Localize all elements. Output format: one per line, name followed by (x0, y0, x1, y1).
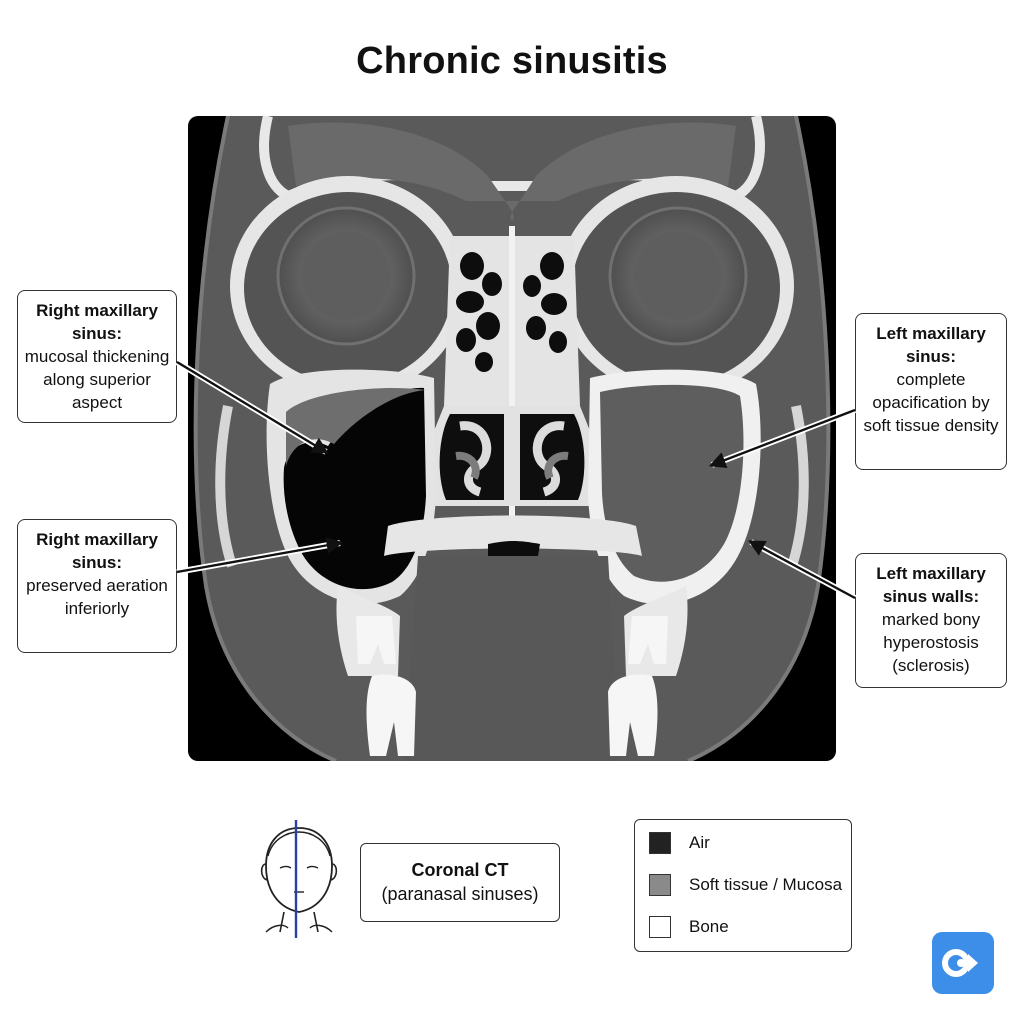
callout-text: preserved aeration inferiorly (26, 576, 168, 618)
ct-scan-illustration (193, 116, 831, 761)
view-label-title: Coronal CT (411, 860, 509, 880)
callout-left-sinus-hyperostosis: Left maxillary sinus walls: marked bony … (855, 553, 1007, 688)
legend-swatch-soft-tissue (649, 874, 671, 896)
legend-label-air: Air (689, 833, 710, 852)
legend-item-air: Air (649, 832, 710, 854)
callout-heading: Left maxillary sinus: (876, 324, 986, 366)
legend-item-bone: Bone (649, 916, 729, 938)
view-label-subtitle: (paranasal sinuses) (381, 884, 539, 904)
callout-text: mucosal thickening along superior aspect (24, 347, 170, 412)
coronal-plane-head-icon (260, 820, 338, 938)
callout-heading: Left maxillary sinus walls: (876, 564, 986, 606)
logo-icon (942, 949, 978, 977)
density-legend: Air Soft tissue / Mucosa Bone (634, 819, 852, 952)
legend-label-soft-tissue: Soft tissue / Mucosa (689, 875, 843, 894)
view-label-box: Coronal CT (paranasal sinuses) (360, 843, 560, 922)
callout-heading: Right maxillary sinus: (36, 301, 158, 343)
callout-left-sinus-opacification: Left maxillary sinus: complete opacifica… (855, 313, 1007, 470)
legend-item-soft-tissue: Soft tissue / Mucosa (649, 874, 842, 896)
app-logo[interactable] (932, 932, 994, 994)
callout-text: complete opacification by soft tissue de… (863, 370, 999, 435)
callout-heading: Right maxillary sinus: (36, 530, 158, 572)
page-title: Chronic sinusitis (356, 40, 668, 82)
callout-right-sinus-preserved-aeration: Right maxillary sinus: preserved aeratio… (17, 519, 177, 653)
ct-image-panel: R L (188, 116, 836, 761)
callout-right-sinus-mucosal-thickening: Right maxillary sinus: mucosal thickenin… (17, 290, 177, 423)
legend-label-bone: Bone (689, 917, 729, 936)
callout-text: marked bony hyperostosis (sclerosis) (881, 610, 981, 675)
legend-swatch-air (649, 832, 671, 854)
legend-swatch-bone (649, 916, 671, 938)
